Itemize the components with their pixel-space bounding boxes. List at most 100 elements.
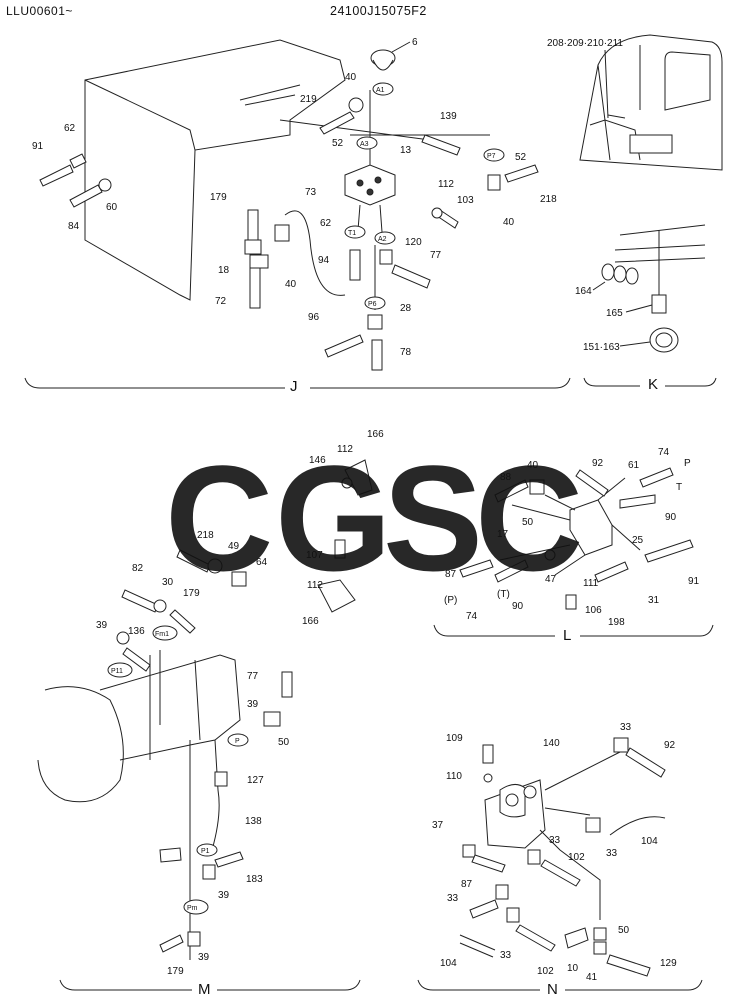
svg-text:P: P [684, 458, 691, 469]
svg-text:62: 62 [320, 218, 332, 229]
svg-text:208·209·210·211: 208·209·210·211 [547, 38, 623, 49]
svg-text:P7: P7 [487, 153, 496, 160]
svg-text:87: 87 [461, 879, 473, 890]
svg-text:40: 40 [345, 72, 357, 83]
svg-text:P11: P11 [111, 668, 123, 675]
svg-text:6: 6 [412, 37, 418, 48]
svg-text:110: 110 [446, 771, 462, 782]
svg-text:84: 84 [68, 221, 80, 232]
svg-text:138: 138 [245, 816, 262, 827]
svg-text:77: 77 [430, 250, 442, 261]
svg-text:33: 33 [447, 893, 459, 904]
svg-text:90: 90 [512, 601, 524, 612]
svg-text:39: 39 [218, 890, 230, 901]
svg-text:106: 106 [585, 605, 602, 616]
svg-text:198: 198 [608, 617, 625, 628]
section-m-drawing: 218 49 64 82 30 179 39 136 77 39 50 127 … [37, 530, 361, 991]
section-label-m: M [198, 981, 211, 998]
svg-text:T: T [676, 482, 682, 493]
svg-text:112: 112 [307, 580, 323, 591]
pilot-valve-block [344, 164, 396, 206]
svg-text:40: 40 [527, 460, 539, 471]
svg-text:88: 88 [500, 472, 512, 483]
svg-text:17: 17 [497, 529, 509, 540]
svg-text:P6: P6 [368, 301, 377, 308]
section-label-j: J [290, 378, 298, 395]
svg-text:61: 61 [628, 460, 640, 471]
svg-text:Fm1: Fm1 [155, 631, 169, 638]
svg-text:120: 120 [405, 237, 422, 248]
svg-text:82: 82 [132, 563, 144, 574]
svg-text:104: 104 [641, 836, 658, 847]
svg-text:39: 39 [198, 952, 210, 963]
svg-text:33: 33 [620, 722, 632, 733]
svg-text:104: 104 [440, 958, 457, 969]
svg-text:112: 112 [438, 179, 454, 190]
svg-text:52: 52 [332, 138, 344, 149]
svg-text:73: 73 [305, 187, 317, 198]
svg-text:49: 49 [228, 541, 240, 552]
svg-text:37: 37 [432, 820, 444, 831]
svg-text:91: 91 [32, 141, 44, 152]
svg-text:74: 74 [658, 447, 670, 458]
svg-text:112: 112 [337, 444, 353, 455]
svg-text:74: 74 [466, 611, 478, 622]
svg-text:77: 77 [247, 671, 259, 682]
svg-text:10: 10 [567, 963, 579, 974]
svg-text:92: 92 [664, 740, 676, 751]
svg-text:(P): (P) [444, 595, 457, 606]
section-label-n: N [547, 981, 558, 998]
svg-text:166: 166 [367, 429, 384, 440]
svg-text:33: 33 [500, 950, 512, 961]
svg-text:218: 218 [197, 530, 214, 541]
svg-text:127: 127 [247, 775, 264, 786]
svg-text:41: 41 [586, 972, 598, 983]
svg-text:92: 92 [592, 458, 604, 469]
svg-text:90: 90 [665, 512, 677, 523]
svg-text:31: 31 [648, 595, 660, 606]
svg-text:179: 179 [167, 966, 184, 977]
svg-text:87: 87 [445, 569, 457, 580]
svg-text:(T): (T) [497, 589, 510, 600]
svg-text:A1: A1 [376, 87, 385, 94]
svg-text:94: 94 [318, 255, 330, 266]
svg-text:146: 146 [309, 455, 326, 466]
svg-text:40: 40 [503, 217, 515, 228]
svg-text:183: 183 [246, 874, 263, 885]
svg-text:62: 62 [64, 123, 76, 134]
svg-text:111: 111 [583, 578, 599, 589]
svg-text:218: 218 [540, 194, 557, 205]
svg-text:47: 47 [545, 574, 557, 585]
svg-text:165: 165 [606, 308, 623, 319]
watermark-letter-c2: C [475, 450, 583, 590]
svg-text:50: 50 [618, 925, 630, 936]
svg-text:30: 30 [162, 577, 174, 588]
svg-text:151·163: 151·163 [583, 342, 620, 353]
svg-text:A2: A2 [378, 236, 387, 243]
svg-text:78: 78 [400, 347, 412, 358]
svg-text:Pm: Pm [187, 905, 198, 912]
svg-text:91: 91 [688, 576, 700, 587]
svg-text:40: 40 [285, 279, 297, 290]
svg-text:179: 179 [210, 192, 227, 203]
section-l-drawing: 112 166 146 88 40 92 61 74 P T 90 17 50 … [302, 429, 714, 637]
svg-text:102: 102 [537, 966, 554, 977]
svg-text:28: 28 [400, 303, 412, 314]
svg-text:33: 33 [606, 848, 618, 859]
svg-text:136: 136 [128, 626, 145, 637]
svg-text:140: 140 [543, 738, 560, 749]
section-j-drawing: 6 40 219 139 52 13 62 91 52 73 112 218 1… [24, 37, 571, 389]
drawing-number: 24100J15075F2 [330, 4, 427, 18]
svg-text:39: 39 [96, 620, 108, 631]
svg-text:164: 164 [575, 286, 592, 297]
section-n-drawing: 109 140 33 92 110 37 33 104 33 102 87 33… [417, 722, 703, 991]
svg-text:179: 179 [183, 588, 200, 599]
svg-text:64: 64 [256, 557, 268, 568]
cgsc-watermark: C G S C [165, 450, 583, 590]
svg-text:P: P [235, 738, 240, 745]
model-code-label: LLU00601~ [6, 4, 73, 18]
section-label-k: K [648, 376, 659, 393]
svg-text:219: 219 [300, 94, 317, 105]
svg-text:103: 103 [457, 195, 474, 206]
